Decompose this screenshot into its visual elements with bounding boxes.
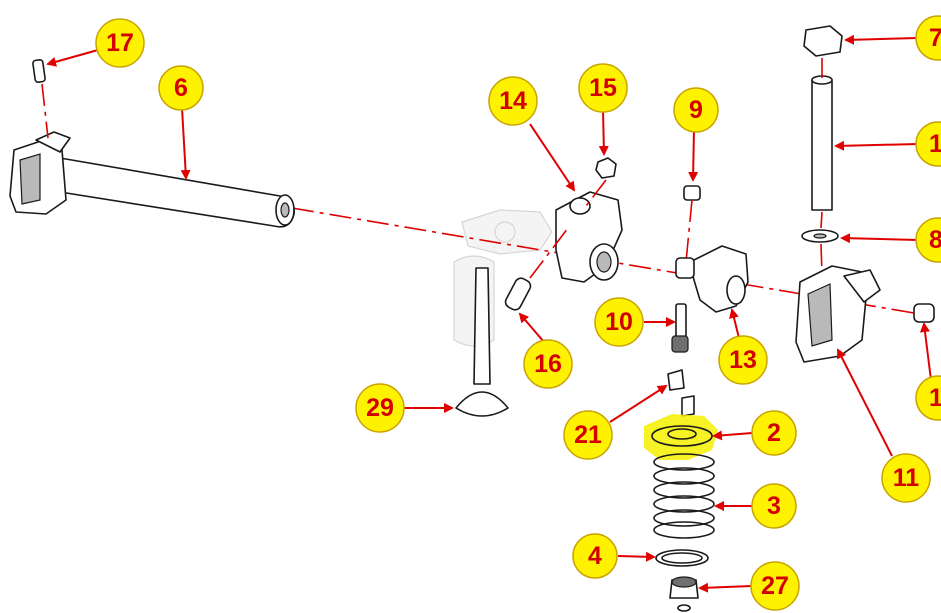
- leader-11: [837, 348, 893, 457]
- valve-part-29: [453, 255, 509, 417]
- callout-27-label: 27: [761, 572, 789, 600]
- pushrod-pin-part-16: [504, 227, 569, 311]
- callout-10: 10: [594, 297, 644, 347]
- callout-6: 6: [158, 65, 204, 111]
- callout-11-label: 11: [893, 464, 920, 492]
- rocker-shaft-part-6: [9, 131, 296, 228]
- adjuster-screw-part-10: [671, 303, 689, 353]
- callout-1-lower-label: 1: [929, 384, 941, 412]
- callout-17: 17: [95, 18, 145, 68]
- leader-9: [688, 129, 699, 182]
- callout-9-label: 9: [689, 96, 703, 124]
- callout-1-lower: 1: [915, 375, 941, 421]
- spring-retainer-part-2: [644, 414, 718, 460]
- callout-9: 9: [673, 87, 719, 133]
- leader-2: [712, 430, 753, 441]
- callout-4-label: 4: [588, 542, 602, 570]
- sleeve-part-9: [683, 185, 701, 263]
- leader-17: [46, 49, 99, 67]
- callout-2: 2: [751, 410, 797, 456]
- callout-16-label: 16: [534, 350, 562, 378]
- valve-spring-part-3: [653, 453, 715, 539]
- callout-8-label: 8: [929, 226, 941, 254]
- callout-1-upper: 1: [915, 121, 941, 167]
- rocker-arm-part-14: [555, 191, 623, 283]
- leader-lines: [46, 34, 933, 593]
- leader-16: [518, 312, 545, 343]
- nut-part-15: [585, 157, 617, 207]
- leader-1-upper: [834, 140, 919, 151]
- leader-7: [844, 34, 919, 45]
- callout-16: 16: [523, 339, 573, 389]
- callout-15: 15: [578, 63, 628, 113]
- leader-14: [529, 123, 576, 192]
- leader-6: [180, 107, 191, 180]
- callout-6-label: 6: [174, 74, 188, 102]
- callout-1-upper-label: 1: [929, 130, 941, 158]
- retainer-highlight: [644, 414, 718, 460]
- callout-3: 3: [751, 483, 797, 529]
- callout-21-label: 21: [574, 421, 602, 449]
- callout-17-label: 17: [106, 29, 134, 57]
- leader-21: [609, 384, 668, 423]
- rocker-arm-part-13: [675, 245, 749, 313]
- callout-27: 27: [750, 561, 800, 611]
- leader-8: [840, 233, 919, 244]
- callout-4: 4: [572, 533, 618, 579]
- leader-27: [698, 582, 753, 593]
- callout-11: 11: [881, 453, 931, 503]
- callout-14-label: 14: [499, 87, 527, 115]
- spring-seat-part-4: [655, 549, 709, 567]
- callout-15-label: 15: [589, 74, 617, 102]
- callout-7-label: 7: [929, 24, 941, 52]
- valve-keepers-part-21: [667, 369, 695, 417]
- stud-assembly-right: [795, 25, 881, 363]
- callout-10-label: 10: [605, 308, 633, 336]
- leader-4: [617, 551, 656, 562]
- valve-seal-part-27: [669, 576, 699, 612]
- callout-7: 7: [915, 15, 941, 61]
- callout-13: 13: [718, 335, 768, 385]
- ghost-rocker-assembly: [461, 209, 553, 255]
- pin-part-17: [32, 58, 49, 139]
- callout-8: 8: [915, 217, 941, 263]
- callout-29-label: 29: [366, 394, 394, 422]
- callout-13-label: 13: [729, 346, 757, 374]
- callout-14: 14: [488, 76, 538, 126]
- callout-3-label: 3: [767, 492, 781, 520]
- callout-29: 29: [355, 383, 405, 433]
- leader-15: [598, 109, 609, 156]
- cap-part-1-lower: [913, 303, 935, 323]
- callout-21: 21: [563, 410, 613, 460]
- callout-2-label: 2: [767, 419, 781, 447]
